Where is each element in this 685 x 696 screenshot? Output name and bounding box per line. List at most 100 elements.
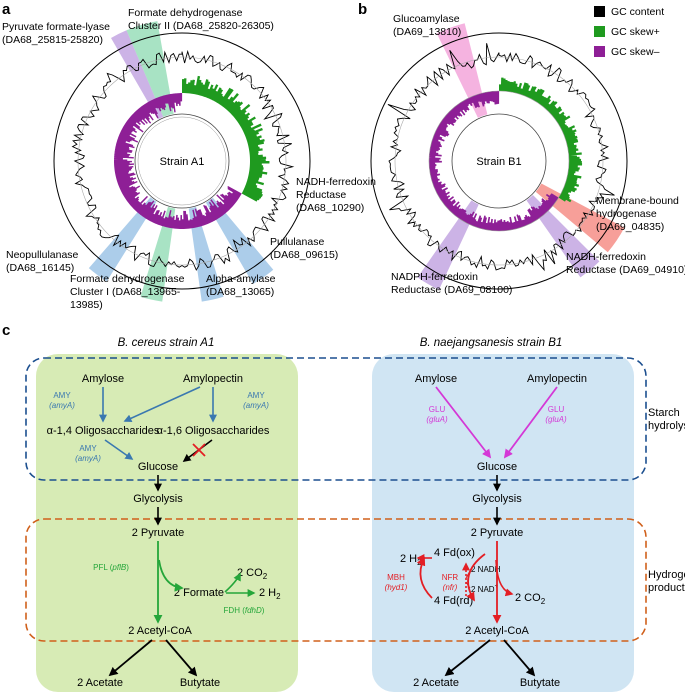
panel-b-highlight-wedges [417, 23, 625, 290]
panel-a-outer-ring [53, 32, 311, 290]
arrow-formate-to-co2 [224, 572, 241, 593]
arrow-to-formate [158, 559, 184, 592]
label-alpha-amylase: Alpha-amylase(DA68_13065) [206, 273, 276, 298]
right-glycolysis: Glycolysis [472, 493, 522, 505]
legend-swatch-gc-content [594, 6, 605, 17]
wedge-nadph-ferredoxin [417, 200, 479, 290]
legend-label-gc-skew-positive: GC skew+ [611, 26, 660, 38]
hydrogen-production-label: Hydrogenproduction [648, 569, 685, 594]
left-amy-labels: AMY(amyA) AMY(amyA) AMY(amyA) [49, 391, 269, 463]
amy-label-2: AMY(amyA) [243, 391, 269, 410]
arrow-amylose-to-glucose-right [435, 386, 492, 459]
mbh-label: MBH(hyd1) [385, 573, 408, 592]
right-acetate: 2 Acetate [413, 677, 459, 689]
right-strain-panel [372, 354, 634, 692]
panel-c: c B. cereus strain A1 B. naejangsanesis … [2, 322, 685, 692]
right-pyruvate: 2 Pyruvate [471, 527, 524, 539]
panel-b-letter: b [358, 1, 367, 18]
wedge-glucoamylase [436, 23, 488, 118]
blocked-cross-mark [192, 443, 206, 457]
arrow-a14-to-glucose [104, 439, 134, 460]
left-h2: 2 H2 [259, 587, 281, 601]
right-fd-rd: 4 Fd(rd) [434, 595, 473, 607]
amy-label-3: AMY(amyA) [75, 444, 101, 463]
fdh-label: FDH (fdhD) [224, 606, 265, 615]
starch-hydrolysis-box [25, 357, 647, 481]
left-acetyl-coa: 2 Acetyl-CoA [128, 625, 192, 637]
panel-a-letter: a [2, 1, 11, 18]
wedge-neopullulanase [88, 197, 157, 282]
arrow-to-butyrate-right [503, 639, 536, 677]
right-strain-title: B. naejangsanesis strain B1 [420, 337, 563, 349]
arrow-amylopectin-to-a14 [123, 386, 201, 423]
arrow-amylopectin-to-glucose-right [503, 386, 558, 459]
wedge-membrane-bound-hydrogenase [535, 183, 625, 253]
wedge-formate-dehydrogenase-i [140, 206, 176, 302]
label-neopullulanase: Neopullulanase(DA68_16145) [6, 249, 79, 274]
left-co2: 2 CO2 [237, 567, 268, 581]
left-acetate: 2 Acetate [77, 677, 123, 689]
panel-a-gc-skew-positive [182, 75, 270, 202]
right-nadh: 2 NADH [471, 565, 501, 574]
arrow-to-acetate-right [444, 639, 491, 677]
arrow-to-butyrate-left [165, 639, 198, 677]
right-nad-plus: 2 NAD+ [471, 584, 499, 594]
right-enzyme-labels: MBH(hyd1) NFR(nfr) [385, 573, 459, 592]
left-glucose: Glucose [138, 461, 178, 473]
wedge-formate-dehydrogenase-ii [126, 21, 174, 117]
panel-a-center-label: Strain A1 [160, 156, 205, 168]
left-alpha-1-4-oligosaccharides: α-1,4 Oligosaccharides [47, 425, 160, 437]
panel-b: b Strain B1 GC content GC skew+ GC skew–… [358, 1, 685, 296]
panel-a: a Strain A1 Pyruvate formate-lyase(DA68_… [2, 1, 376, 311]
label-pullulanase: Pullulanase(DA68_09615) [270, 236, 338, 261]
panel-b-inner-ring [451, 113, 547, 209]
glu-label-1: GLU(gluA) [426, 405, 448, 424]
right-co2: 2 CO2 [515, 592, 546, 606]
arrow-to-co2-right [495, 559, 514, 597]
arrow-to-acetate-left [108, 639, 153, 677]
panel-a-gc-baseline [77, 56, 287, 266]
wedge-pyruvate-formate-lyase [111, 30, 164, 120]
left-alpha-1-6-oligosaccharides: α-1,6 Oligosaccharides [157, 425, 270, 437]
left-glycolysis: Glycolysis [133, 493, 183, 505]
nad-connector [465, 581, 471, 589]
panel-b-gc-baseline [394, 56, 604, 266]
wedge-pullulanase [206, 197, 274, 284]
wedge-nadh-ferredoxin-b [526, 194, 600, 278]
left-strain-title: B. cereus strain A1 [118, 337, 215, 349]
right-acetyl-coa: 2 Acetyl-CoA [465, 625, 529, 637]
nfr-label: NFR(nfr) [442, 573, 459, 592]
panel-b-outer-ring [370, 32, 628, 290]
legend-label-gc-content: GC content [611, 6, 664, 18]
right-glucose: Glucose [477, 461, 517, 473]
pfl-label: PFL (pflB) [93, 563, 129, 572]
panel-b-gc-content-track [387, 43, 615, 272]
left-butyrate: Butytate [180, 677, 220, 689]
label-pyruvate-formate-lyase: Pyruvate formate-lyase(DA68_25815-25820) [2, 21, 110, 46]
legend-swatch-gc-skew-positive [594, 26, 605, 37]
hydrogen-production-box [25, 518, 647, 642]
wedge-alpha-amylase [188, 206, 224, 302]
right-amylopectin: Amylopectin [527, 373, 587, 385]
left-amylopectin: Amylopectin [183, 373, 243, 385]
panel-c-letter: c [2, 322, 10, 339]
amy-label-1: AMY(amyA) [49, 391, 75, 410]
right-fd-ox: 4 Fd(ox) [434, 547, 475, 559]
right-pathway: Amylose Amylopectin Glucose Glycolysis 2… [385, 373, 587, 689]
left-pyruvate: 2 Pyruvate [132, 527, 185, 539]
panel-b-skew-baseline [428, 90, 570, 232]
starch-hydrolysis-label: Starchhydrolysis [648, 407, 685, 432]
label-glucoamylase: Glucoamylase(DA69_13810) [393, 13, 461, 38]
arrow-fd-ox-to-fd-rd [466, 553, 486, 602]
legend-label-gc-skew-negative: GC skew– [611, 46, 660, 58]
panel-b-gc-skew-positive [499, 77, 583, 203]
nadh-connector [465, 570, 471, 579]
panel-a-scale-ring [137, 116, 227, 206]
glu-label-2: GLU(gluA) [545, 405, 567, 424]
